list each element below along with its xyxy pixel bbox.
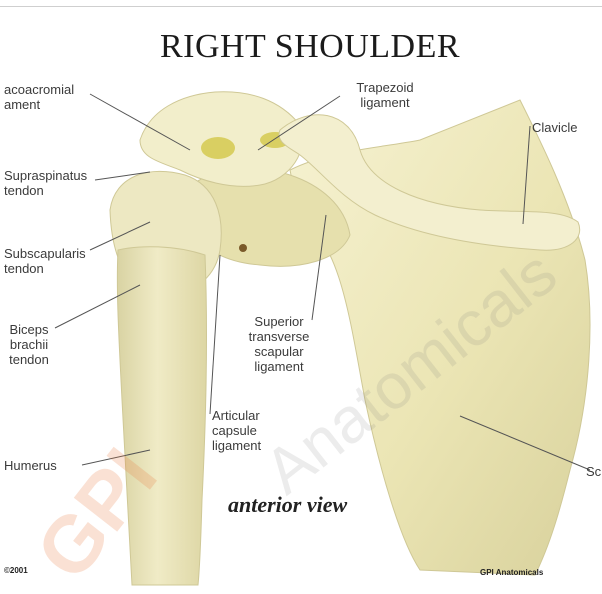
label-biceps: Biceps brachii tendon — [4, 322, 54, 367]
label-trapezoid: Trapezoid ligament — [340, 80, 430, 110]
label-clavicle: Clavicle — [532, 120, 578, 135]
foramen-left — [201, 137, 235, 159]
label-humerus: Humerus — [4, 458, 57, 473]
label-superior: Superior transverse scapular ligament — [238, 314, 320, 374]
label-articular: Articular capsule ligament — [212, 408, 261, 453]
leader-articular — [210, 255, 220, 414]
label-supraspinatus: Supraspinatus tendon — [4, 168, 87, 198]
capsule-mark — [239, 244, 247, 252]
view-caption: anterior view — [228, 492, 347, 518]
brand-text: GPI Anatomicals — [480, 568, 543, 577]
page-title: RIGHT SHOULDER — [150, 28, 470, 66]
label-scapula: Sc — [586, 464, 601, 479]
label-subscapularis: Subscapularis tendon — [4, 246, 86, 276]
copyright-text: ©2001 — [4, 566, 28, 575]
label-coracoacromial: acoacromial ament — [4, 82, 74, 112]
